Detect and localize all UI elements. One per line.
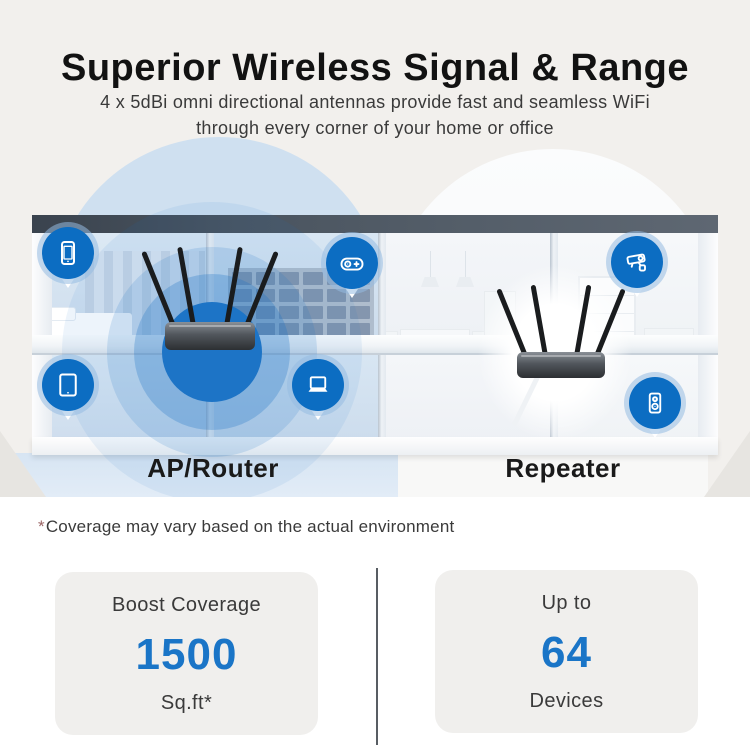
outer-wall (698, 233, 718, 335)
antenna (530, 284, 548, 357)
house-ceiling (32, 215, 718, 233)
pendant-lamp (430, 251, 431, 277)
stats-section: Boost Coverage 1500 Sq.ft* Up to 64 Devi… (0, 560, 750, 750)
smartphone-pin (42, 227, 94, 288)
cabinet (644, 328, 694, 335)
wifi-signal-core (162, 302, 262, 402)
laptop-icon (292, 359, 344, 411)
antenna (224, 246, 243, 327)
tablet-icon (42, 359, 94, 411)
coverage-illustration: AP/Router Repeater (0, 135, 750, 497)
pendant-lamp (465, 251, 466, 277)
gamepad-icon (326, 237, 378, 289)
subtitle-line-1: 4 x 5dBi omni directional antennas provi… (100, 92, 650, 112)
pendant-lamp-shade (421, 277, 439, 287)
repeater-coverage-ground (398, 453, 708, 497)
laptop-pin (292, 359, 344, 420)
router-body (517, 352, 605, 378)
ap-router-device (141, 245, 279, 350)
repeater-label: Repeater (505, 453, 621, 483)
security-camera-icon (611, 236, 663, 288)
coverage-footnote: *Coverage may vary based on the actual e… (38, 517, 454, 537)
devices-stat-value: 64 (541, 627, 592, 677)
speaker-icon (629, 377, 681, 429)
base-floor-slab (32, 437, 718, 455)
coverage-stat-unit: Sq.ft* (160, 692, 213, 714)
antenna (574, 284, 592, 357)
footnote-text: Coverage may vary based on the actual en… (45, 517, 455, 536)
devices-stat-label: Up to (541, 592, 592, 614)
devices-stat-unit: Devices (529, 690, 604, 712)
stats-divider (376, 568, 378, 745)
smartphone-icon (42, 227, 94, 279)
subtitle-line-2: through every corner of your home or off… (196, 118, 554, 138)
router-body (165, 322, 255, 350)
devices-stat-card: Up to 64 Devices (435, 570, 698, 733)
gamepad-pin (326, 237, 378, 298)
wall (206, 233, 214, 335)
coverage-stat-value: 1500 (135, 629, 238, 679)
coverage-stat-label: Boost Coverage (111, 594, 262, 616)
page-title: Superior Wireless Signal & Range (60, 47, 690, 90)
wall (378, 233, 386, 335)
wall (378, 355, 386, 437)
pendant-lamp-shade (456, 277, 474, 287)
footnote-asterisk: * (38, 517, 45, 536)
speaker-pin (629, 377, 681, 438)
antenna (177, 246, 196, 327)
coverage-stat-card: Boost Coverage 1500 Sq.ft* (55, 572, 318, 735)
hero-section: Superior Wireless Signal & Range 4 x 5dB… (0, 0, 750, 497)
outer-wall (698, 355, 718, 437)
tablet-pin (42, 359, 94, 420)
security-camera-pin (611, 236, 663, 297)
ap-router-label: AP/Router (147, 453, 279, 483)
repeater-device (496, 280, 626, 378)
dining-table (400, 329, 470, 335)
